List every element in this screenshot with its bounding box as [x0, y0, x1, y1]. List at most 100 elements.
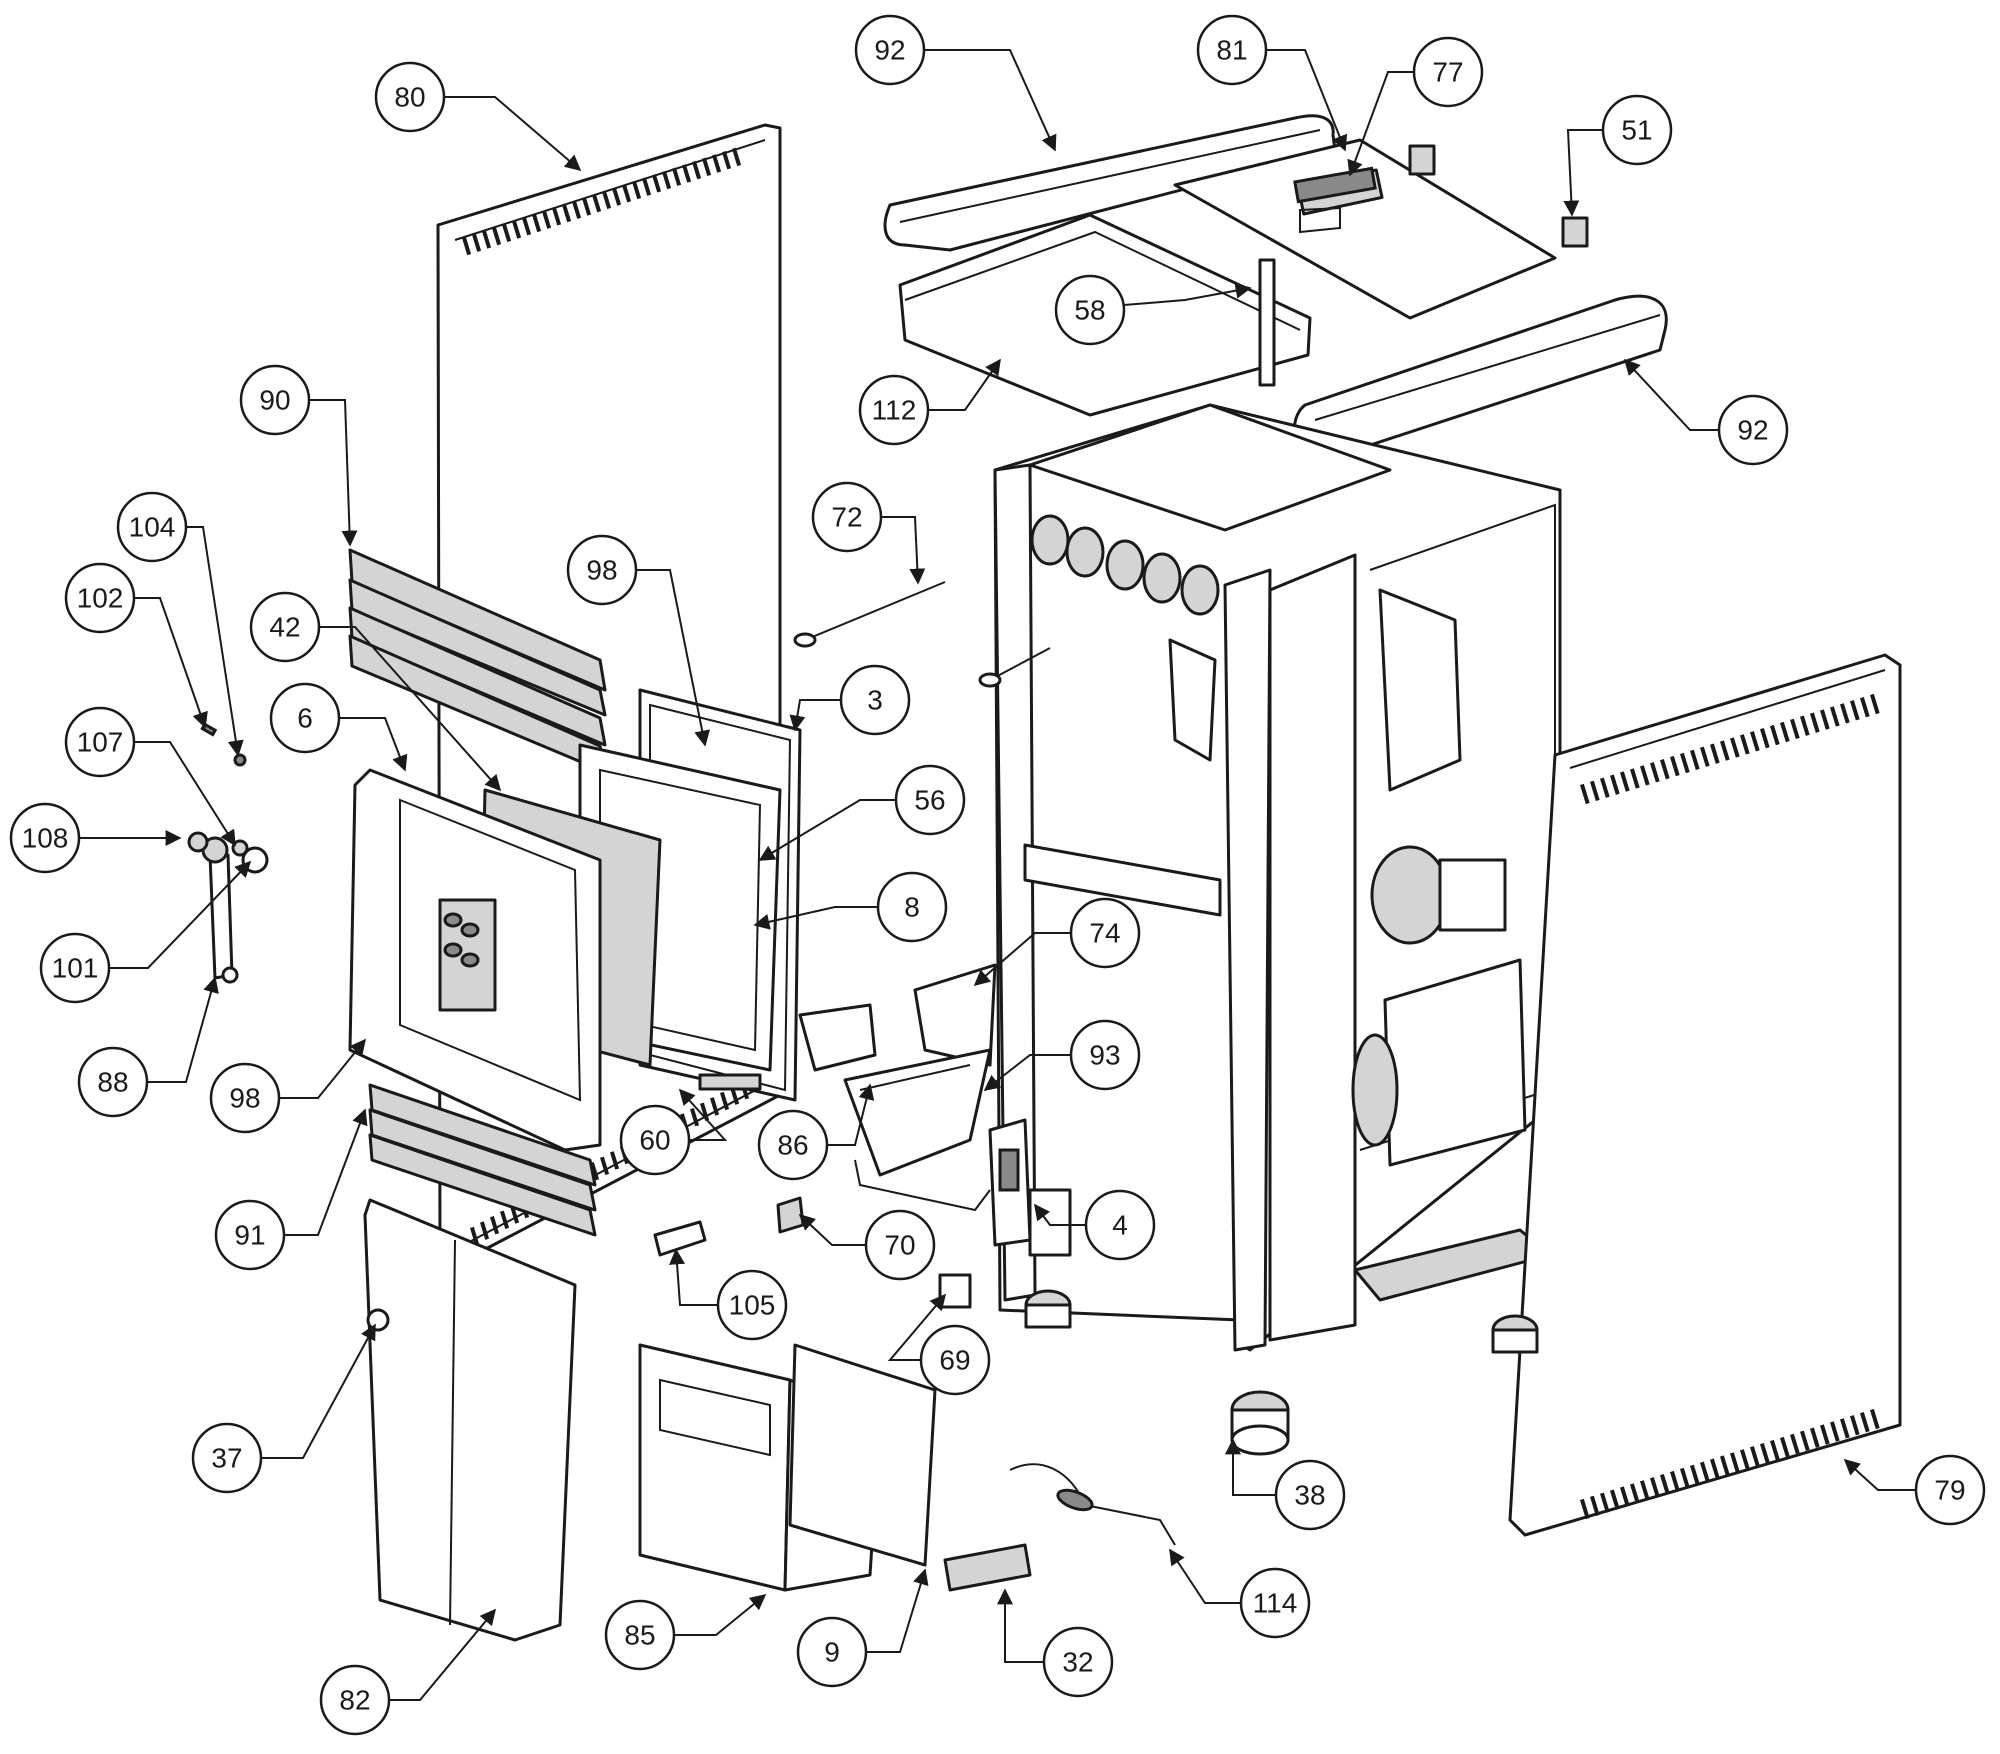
callout-circle: [249, 591, 321, 663]
leader-line: [997, 1588, 1044, 1663]
vent-slot: [672, 167, 682, 186]
leader-line: [309, 399, 358, 547]
callout-86: 86: [757, 1083, 875, 1181]
callout-6: 6: [269, 682, 408, 772]
vent-slot: [1830, 706, 1840, 727]
vent-slot: [701, 157, 712, 177]
callout-79: 79: [1843, 1454, 1986, 1526]
vent-slot: [482, 230, 492, 249]
vent-slot: [682, 164, 692, 183]
callout-56: 56: [758, 764, 966, 861]
vent-slot: [1620, 771, 1630, 792]
switch-32: [943, 1543, 1032, 1592]
vent-slot: [1600, 1492, 1610, 1513]
callout-circle: [209, 1062, 281, 1134]
vent-slot: [1769, 724, 1780, 746]
callout-circle: [116, 491, 188, 563]
vent-slot: [632, 180, 642, 200]
vent-slot: [1770, 1439, 1780, 1461]
callout-number: 79: [1934, 1475, 1965, 1506]
callout-circle: [864, 1209, 936, 1281]
vent-slot: [720, 1091, 730, 1111]
vent-slot: [1720, 1455, 1730, 1476]
callout-92: 92: [854, 14, 1057, 152]
callout-69: 69: [887, 1293, 991, 1396]
callout-circle: [1196, 14, 1268, 86]
leader-line: [109, 860, 252, 969]
vent-slot: [1870, 1408, 1880, 1430]
leader-line: [389, 1608, 497, 1701]
callout-circle: [64, 562, 136, 634]
vent-slot: [1780, 1436, 1790, 1458]
leader-line: [798, 1213, 866, 1246]
vent-slot: [700, 1102, 710, 1122]
vent-slot: [610, 1151, 620, 1170]
callout-number: 114: [1253, 1588, 1298, 1619]
vent-slot: [1720, 740, 1730, 761]
vent-slot: [1760, 728, 1770, 749]
vent-slot: [1790, 718, 1800, 740]
vent-holes: [1030, 514, 1220, 616]
callout-92: 92: [1623, 358, 1789, 466]
callout-32: 32: [997, 1588, 1114, 1698]
vent-slot: [1690, 749, 1700, 771]
callout-number: 104: [129, 512, 176, 543]
callout-circle: [1717, 394, 1789, 466]
callout-number: 81: [1216, 35, 1247, 66]
callout-93: 93: [983, 1019, 1141, 1091]
vent-slot: [1710, 1458, 1720, 1479]
callout-circle: [214, 1199, 286, 1271]
callout-77: 77: [1347, 36, 1484, 177]
callout-number: 3: [867, 685, 883, 716]
leader-line: [1034, 1203, 1086, 1226]
callout-3: 3: [789, 664, 911, 736]
callout-number: 74: [1089, 918, 1120, 949]
callout-72: 72: [811, 481, 926, 585]
vent-slot: [1780, 721, 1790, 743]
vent-slot: [1660, 759, 1670, 780]
vent-slot: [1590, 780, 1600, 802]
door-hinge-bar: [698, 1073, 762, 1091]
vent-slot: [572, 200, 582, 219]
clip-70: [776, 1196, 805, 1234]
vent-slot: [461, 236, 472, 256]
callout-9: 9: [796, 1568, 929, 1688]
vent-slot: [1740, 734, 1750, 755]
vent-slot: [692, 160, 702, 180]
callout-98: 98: [209, 1038, 367, 1134]
callout-70: 70: [798, 1209, 936, 1281]
vent-slot: [1690, 1464, 1700, 1486]
hinge-pair: [1408, 144, 1589, 248]
callout-number: 70: [884, 1230, 915, 1261]
vent-slot: [710, 1097, 720, 1116]
leader-line: [319, 626, 502, 792]
leader-line: [973, 932, 1071, 987]
leader-line: [924, 49, 1057, 152]
main-frame: [993, 403, 1562, 1352]
callout-circle: [1601, 94, 1673, 166]
callout-74: 74: [973, 897, 1141, 987]
vent-slot: [1680, 1467, 1690, 1489]
callout-number: 86: [777, 1130, 808, 1161]
callout-circle: [1084, 1189, 1156, 1261]
callout-105: 105: [669, 1248, 788, 1341]
callout-circle: [269, 682, 341, 754]
vent-slot: [732, 147, 742, 167]
leader-line: [753, 906, 878, 930]
callout-58: 58: [1054, 274, 1252, 346]
vent-slot: [1700, 746, 1710, 767]
callout-circle: [239, 364, 311, 436]
vent-slot: [651, 174, 662, 193]
callout-number: 90: [259, 385, 290, 416]
callout-number: 91: [234, 1220, 265, 1251]
side-panel-right: [1508, 653, 1902, 1537]
vent-slot: [1590, 1495, 1600, 1517]
leader-line: [1266, 49, 1348, 152]
callout-number: 77: [1432, 57, 1463, 88]
vent-slot: [1630, 768, 1640, 789]
support-post: [1258, 258, 1276, 387]
callout-circle: [1239, 1567, 1311, 1639]
callout-90: 90: [239, 364, 358, 547]
top-cover-handle: [1293, 166, 1377, 204]
